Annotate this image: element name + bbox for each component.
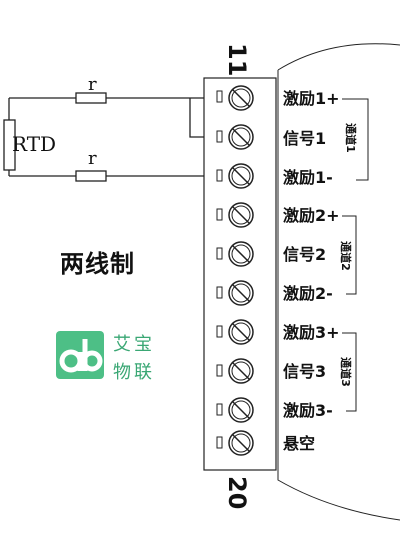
channel-brackets	[342, 98, 369, 412]
terminal-1	[216, 85, 254, 111]
device-housing-outline	[277, 43, 400, 521]
wiring-mode-title: 两线制	[60, 250, 135, 278]
terminal-label: 悬空	[283, 434, 316, 453]
terminal-label: 激励2+	[283, 206, 340, 225]
channel-label-1: 通道1	[343, 123, 357, 153]
terminal-7	[216, 319, 254, 345]
bracket-channel-2	[342, 215, 357, 295]
rtd-label: RTD	[12, 132, 57, 156]
bracket-channel-3	[342, 332, 357, 412]
jumper-wire	[189, 97, 204, 138]
terminal-label: 信号1	[283, 129, 327, 148]
terminal-3	[216, 163, 254, 189]
logo-text-line-2: 物联	[113, 362, 155, 383]
r-top-label: r	[88, 74, 97, 95]
terminal-screws	[216, 85, 254, 456]
r-bottom-label: r	[88, 148, 97, 169]
terminal-label: 激励1+	[283, 89, 340, 108]
channel-label-3: 通道3	[338, 357, 352, 387]
pin-number-bottom: 20	[223, 476, 251, 510]
terminal-label: 激励3-	[283, 401, 333, 420]
logo-text-line-1: 艾宝	[113, 334, 155, 355]
pin-number-top: 11	[223, 43, 251, 77]
terminal-8	[216, 358, 254, 384]
bracket-channel-1	[342, 98, 369, 181]
terminal-label: 激励2-	[283, 284, 333, 303]
terminal-2	[216, 124, 254, 150]
channel-label-2: 通道2	[338, 241, 352, 271]
terminal-10	[216, 430, 254, 456]
terminal-9	[216, 397, 254, 423]
terminal-label: 激励3+	[283, 323, 340, 342]
rtd-circuit	[3, 92, 204, 182]
r-bottom-resistor	[75, 170, 107, 182]
logo-ab	[56, 331, 104, 379]
terminal-label: 信号3	[283, 362, 327, 381]
terminal-6	[216, 280, 254, 306]
terminal-label: 激励1-	[283, 168, 333, 187]
terminal-label: 信号2	[283, 245, 327, 264]
terminal-5	[216, 241, 254, 267]
terminal-block	[203, 77, 277, 471]
terminal-4	[216, 202, 254, 228]
